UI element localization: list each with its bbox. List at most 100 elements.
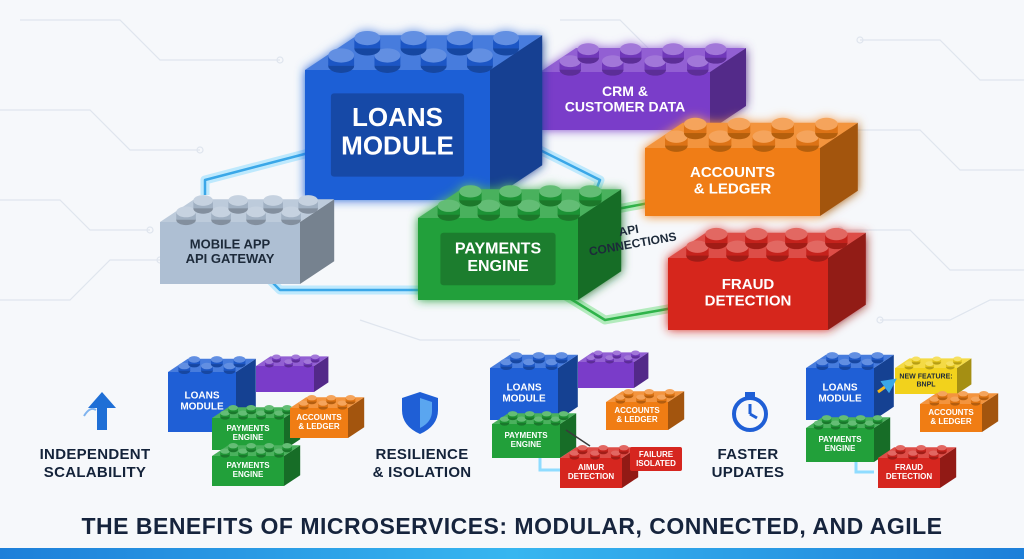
- mini2-fraud-stud: [577, 445, 588, 451]
- mini2-accounts-label-line: & LEDGER: [616, 415, 658, 424]
- mini1-loans-stud: [201, 362, 213, 370]
- api-label-line1: API: [618, 222, 640, 239]
- mini3-new-feature-stud: [925, 361, 934, 367]
- brick-payments-stud: [539, 185, 562, 198]
- brick-loans-label-line: LOANS: [352, 102, 443, 132]
- brick-loans-stud: [400, 30, 427, 46]
- brick-fraud-front: [668, 258, 828, 330]
- mini3-accounts-stud: [950, 396, 960, 402]
- mini3-new-feature-side: [957, 358, 972, 394]
- brick-gateway-stud: [193, 195, 213, 206]
- mini2-payments-label-line: PAYMENTS: [504, 431, 548, 440]
- mini1-payments1-stud: [282, 405, 292, 411]
- mini3-accounts-stud: [929, 396, 940, 402]
- mini3-fraud-stud: [887, 450, 898, 456]
- mini2-loans-label-line: LOANS: [507, 383, 542, 394]
- brick-gateway-label-line: MOBILE APP: [190, 236, 271, 251]
- brick-accounts-side: [820, 122, 858, 216]
- brick-gateway-stud: [263, 195, 283, 206]
- mini1-purple-stud: [272, 354, 281, 360]
- mini2-loans-stud: [555, 352, 568, 359]
- brick-payments-label-line: ENGINE: [467, 258, 529, 275]
- brick-crm-front: [540, 72, 710, 130]
- mini3-loans-stud: [871, 352, 884, 359]
- mini1-payments2-stud: [228, 443, 238, 449]
- bottom-accent-bar: [0, 548, 1024, 559]
- mini1-accounts-label-line: & LEDGER: [298, 422, 340, 431]
- mini1-loans-label-line: MODULE: [180, 402, 224, 413]
- mini3-accounts: ACCOUNTS& LEDGER: [920, 391, 999, 432]
- mini-connector: [877, 378, 897, 394]
- brick-crm-stud: [662, 43, 685, 56]
- brick-accounts-front: [645, 148, 820, 216]
- mini2-fraud-front: [560, 458, 622, 488]
- mini3-payments-front: [806, 428, 874, 462]
- benefit-label-line2: SCALABILITY: [43, 464, 147, 481]
- mini1-purple-stud: [310, 354, 320, 360]
- brick-gateway-front: [160, 222, 300, 284]
- mini2-accounts-label: ACCOUNTS& LEDGER: [614, 406, 660, 424]
- arrow-up-icon: [83, 392, 116, 430]
- brick-crm-stud: [644, 55, 667, 68]
- brick-payments-stud: [477, 199, 500, 212]
- mini3-fraud-stud: [908, 450, 918, 456]
- failure-badge-line: ISOLATED: [636, 459, 676, 468]
- mini2-purple-stud: [612, 350, 622, 356]
- benefit-label-line2: UPDATES: [711, 464, 785, 481]
- brick-accounts-stud: [665, 130, 688, 143]
- brick-fraud-stud: [686, 240, 709, 253]
- mini3-fraud-stud: [928, 450, 939, 456]
- mini2-payments-stud: [533, 416, 544, 422]
- mini1-payments2-side: [284, 445, 301, 486]
- mini-connector: [565, 429, 591, 447]
- brick-loans-stud: [446, 30, 473, 46]
- mini2-payments-stud: [558, 411, 569, 417]
- brick-gateway-stud: [246, 206, 266, 218]
- brick-gateway-stud: [176, 206, 196, 218]
- stopwatch-icon: [732, 392, 768, 432]
- brick-accounts: ACCOUNTS& LEDGER: [645, 117, 858, 216]
- brick-crm-label-line: CRM &: [602, 83, 648, 99]
- brick-gateway-side: [300, 199, 335, 284]
- mini2-accounts-side: [668, 391, 685, 430]
- mini2-accounts-stud: [656, 394, 667, 400]
- brick-fraud-label-line: DETECTION: [705, 292, 792, 309]
- brick-accounts-stud: [796, 130, 819, 143]
- mini3-loans-label-line: LOANS: [823, 383, 858, 394]
- mini2-payments-stud: [550, 416, 561, 422]
- mini3-new-feature-stud: [945, 361, 955, 367]
- mini1-purple-stud: [291, 354, 301, 360]
- mini3-fraud-label-line: DETECTION: [886, 472, 932, 481]
- mini3-loans-stud: [839, 358, 851, 366]
- mini1-payments1-label-line: ENGINE: [233, 433, 264, 442]
- mini3-fraud-front: [878, 458, 940, 488]
- mini2-purple-stud: [623, 355, 633, 361]
- mini2-payments-stud: [507, 411, 518, 417]
- mini2-loans-stud: [500, 358, 513, 366]
- mini3-new-feature-stud: [904, 361, 914, 367]
- mini1-payments1-stud: [264, 405, 274, 411]
- mini1-accounts-label-line: ACCOUNTS: [296, 413, 342, 422]
- mini2-purple-front: [578, 362, 634, 388]
- brick-accounts-stud: [815, 117, 838, 131]
- mini3-fraud-stud: [936, 445, 947, 451]
- mini2-loans-side: [558, 354, 578, 420]
- mini3-fraud-side: [940, 447, 957, 488]
- mini3-accounts-stud: [958, 391, 968, 397]
- brick-payments-stud: [517, 199, 540, 212]
- benefit-label-line1: RESILIENCE: [375, 446, 469, 463]
- mini2-loans-stud: [532, 352, 545, 359]
- mini2-purple-stud: [631, 350, 640, 356]
- brick-crm-stud: [686, 55, 709, 68]
- mini2-payments-stud: [541, 411, 552, 417]
- brick-gateway-stud: [228, 195, 248, 206]
- brick-loans-stud: [466, 48, 493, 63]
- mini1-loans-stud: [188, 356, 201, 363]
